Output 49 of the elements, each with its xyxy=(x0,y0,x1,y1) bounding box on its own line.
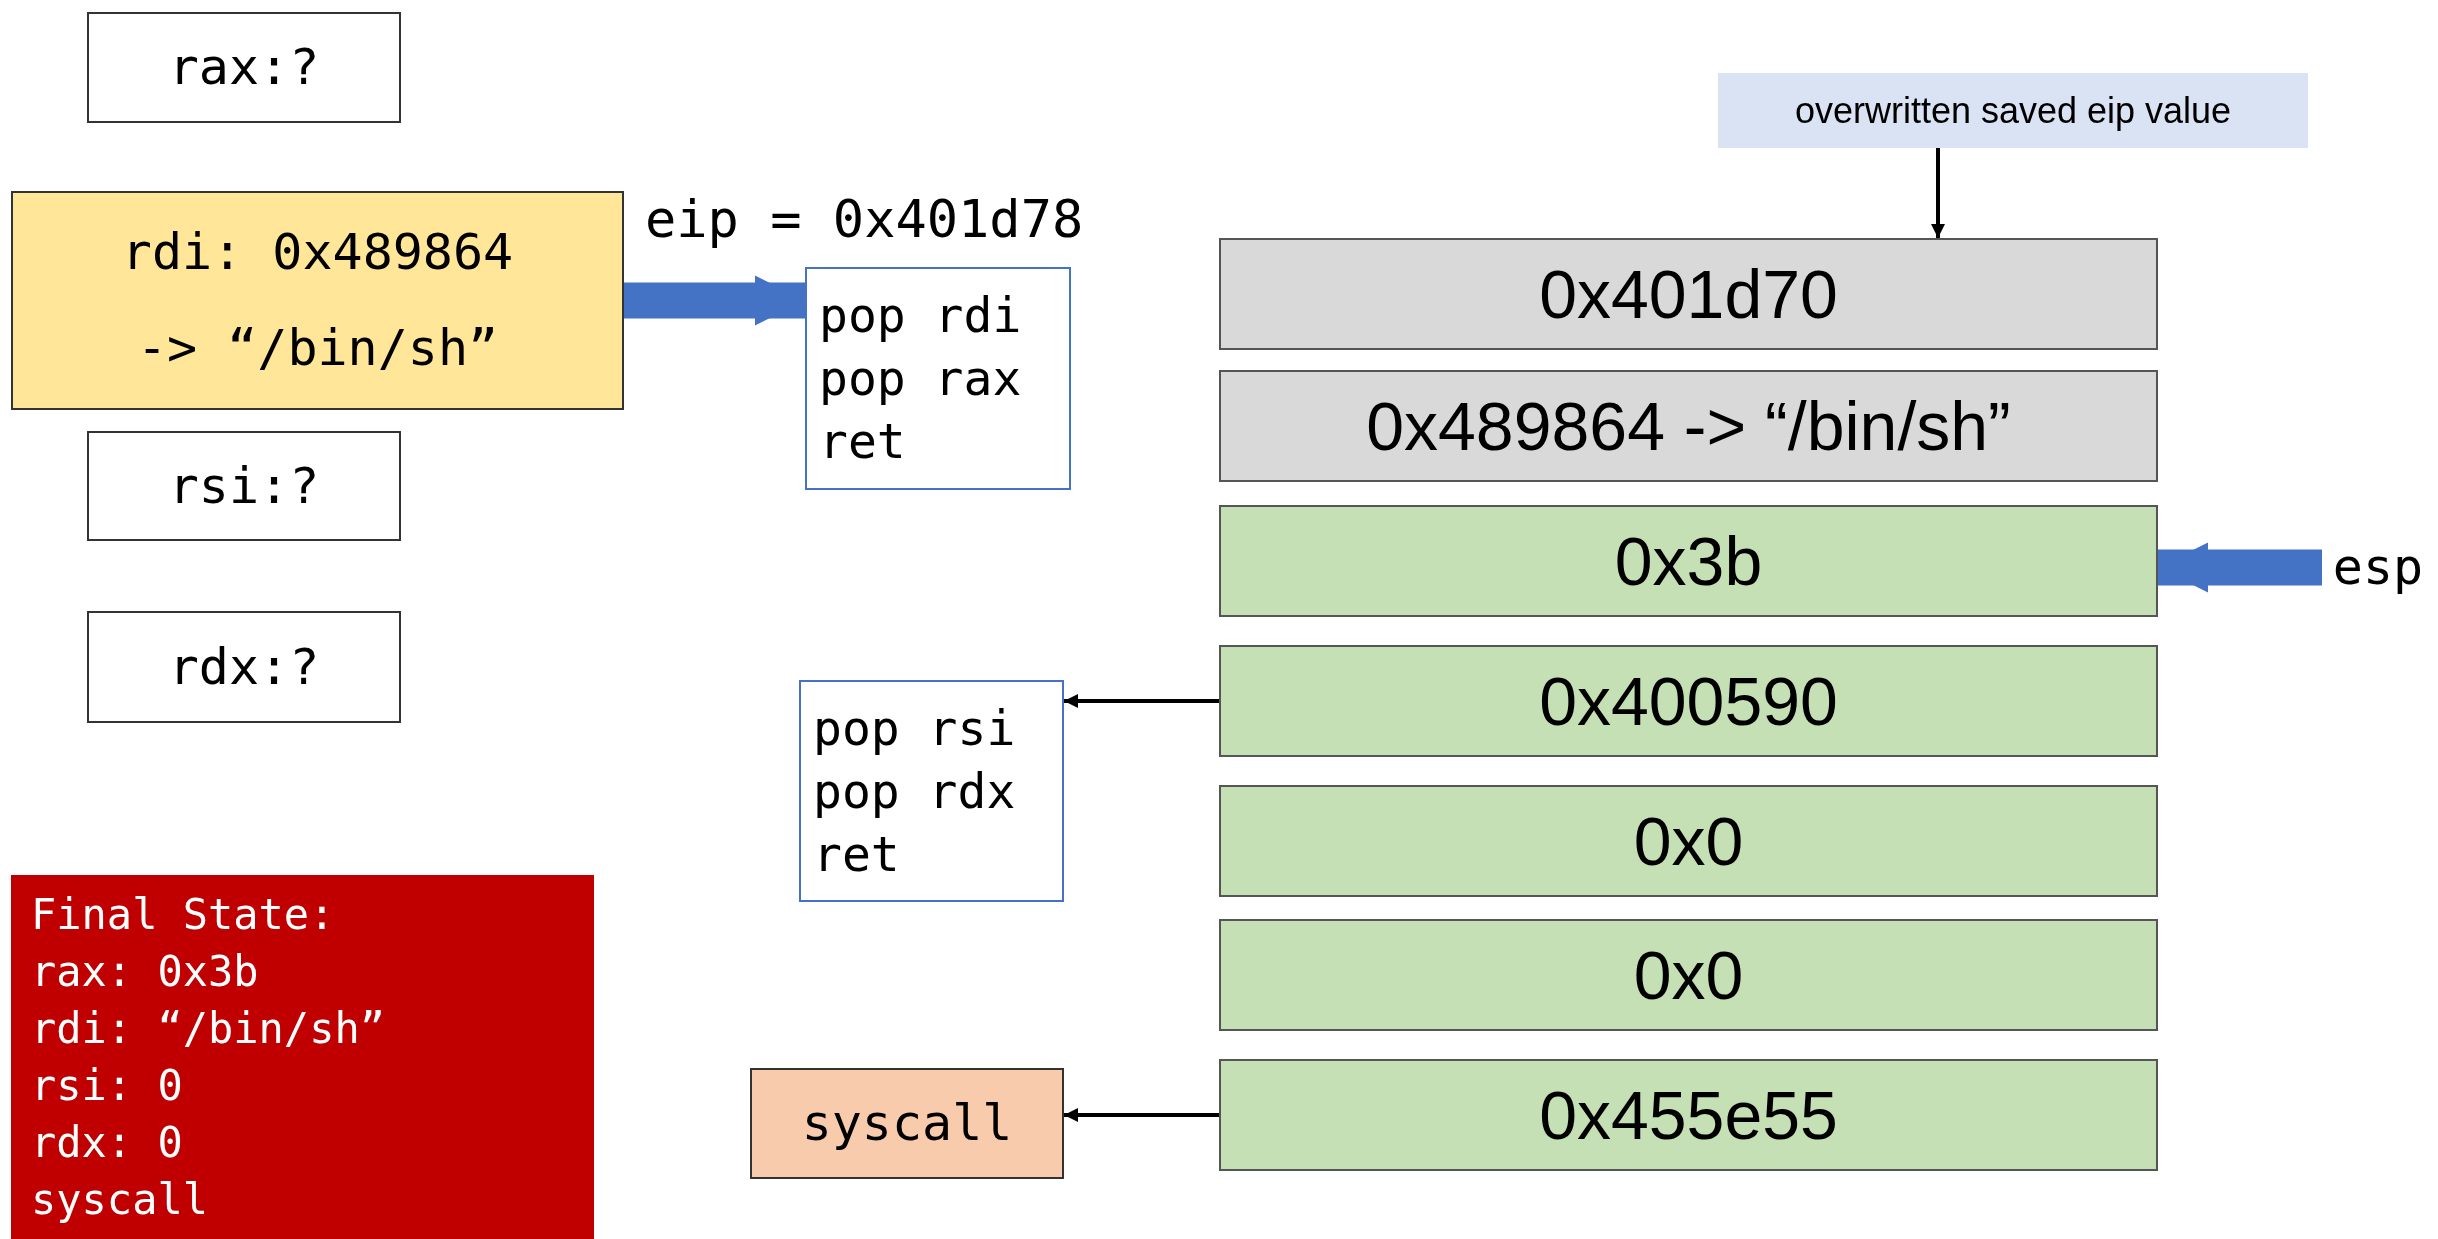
node-text: -> “/bin/sh” xyxy=(136,317,499,379)
register-box xyxy=(87,431,401,541)
node-text: ret xyxy=(819,412,906,471)
node-text: 0x0 xyxy=(1633,802,1744,881)
stack-cell xyxy=(1219,1059,2158,1171)
node-text: 0x401d70 xyxy=(1539,255,1838,334)
node-text: 0x0 xyxy=(1633,936,1744,1015)
block-arrow xyxy=(624,275,805,326)
node-text: ret xyxy=(813,824,900,884)
node-text: syscall xyxy=(31,1174,208,1226)
register-box xyxy=(87,12,401,123)
note-box xyxy=(1718,73,2308,148)
stack-cell xyxy=(1219,505,2158,617)
node-text: Final State: xyxy=(31,889,335,941)
instruction-box xyxy=(750,1068,1064,1179)
node-text: rsi: 0 xyxy=(31,1060,183,1112)
arrow xyxy=(1064,1108,1219,1122)
node-text: rax: 0x3b xyxy=(31,946,259,998)
node-text: syscall xyxy=(801,1093,1013,1154)
node-text: 0x400590 xyxy=(1539,662,1838,741)
register-value-label: eip = 0x401d78 xyxy=(645,188,1084,251)
node-text: rsi:? xyxy=(168,455,320,517)
final-state-panel xyxy=(11,875,594,1239)
block-arrow xyxy=(2158,542,2322,593)
code-box xyxy=(799,680,1064,902)
code-box xyxy=(805,267,1071,490)
stack-cell xyxy=(1219,785,2158,897)
node-text: 0x3b xyxy=(1614,522,1763,601)
node-text: rdx:? xyxy=(168,636,320,698)
arrow xyxy=(1064,694,1219,708)
node-text: rdx: 0 xyxy=(31,1117,183,1169)
node-text: pop rdx xyxy=(813,761,1016,821)
stack-cell xyxy=(1219,238,2158,350)
node-text: 0x455e55 xyxy=(1539,1076,1838,1155)
node-text: pop rax xyxy=(819,349,1022,408)
node-text: 0x489864 -> “/bin/sh” xyxy=(1366,387,2011,466)
node-text: pop rdi xyxy=(819,286,1022,345)
stack-cell xyxy=(1219,645,2158,757)
node-text: esp xyxy=(2332,537,2424,598)
stack-cell xyxy=(1219,370,2158,482)
node-text: rdi: 0x489864 xyxy=(121,222,514,284)
stack-cell xyxy=(1219,919,2158,1031)
node-text: pop rsi xyxy=(813,698,1016,758)
node-text: overwritten saved eip value xyxy=(1794,88,2232,133)
node-text: rdi: “/bin/sh” xyxy=(31,1003,385,1055)
register-box xyxy=(87,611,401,723)
arrow xyxy=(1931,148,1945,238)
register-box xyxy=(11,191,624,410)
node-text: rax:? xyxy=(168,37,320,98)
